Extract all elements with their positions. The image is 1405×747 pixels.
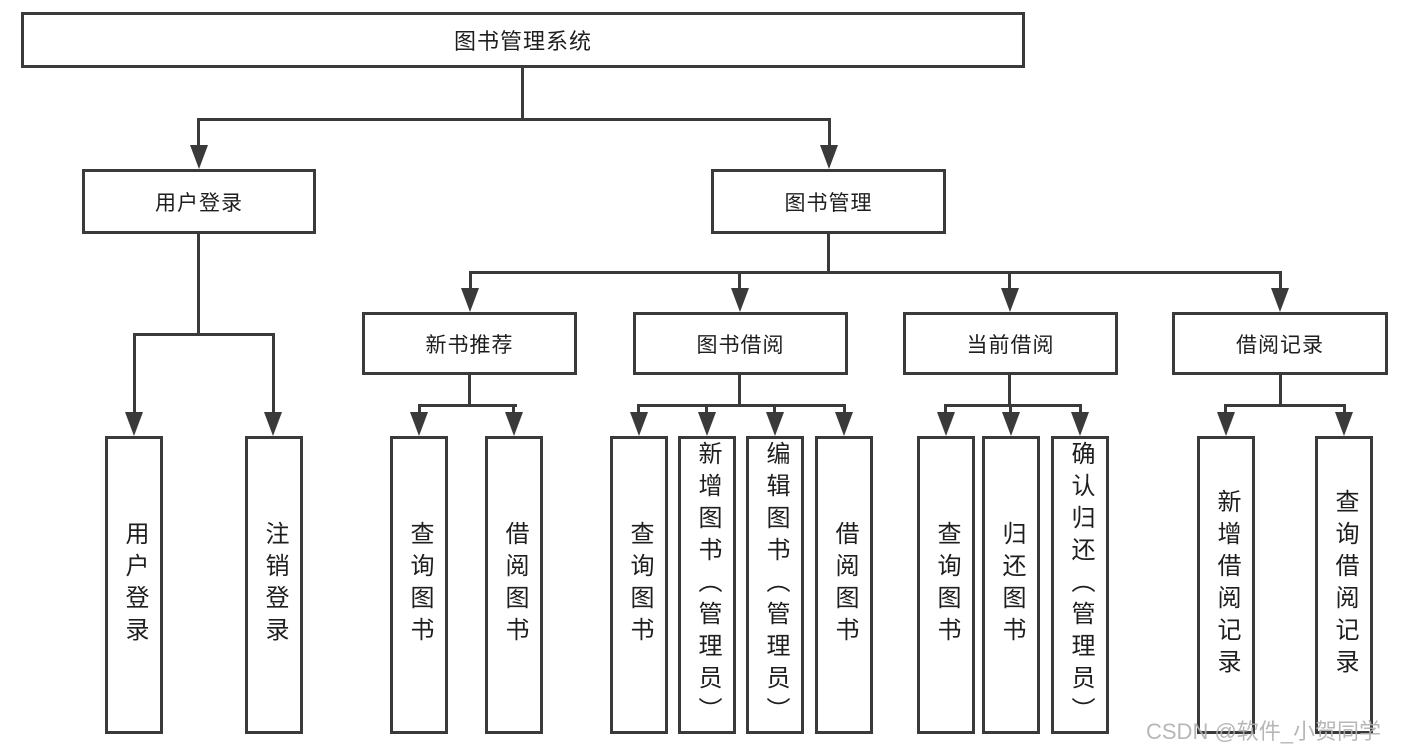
- arrowhead-down: [1271, 288, 1289, 312]
- connector-drop: [637, 404, 640, 414]
- leaf-user-login: 用户登录: [105, 436, 163, 734]
- node-current-borrowing: 当前借阅: [903, 312, 1118, 375]
- connector-drop: [773, 404, 776, 414]
- connector-drop: [512, 404, 515, 414]
- connector-drop: [1343, 404, 1346, 414]
- arrowhead-down: [820, 145, 838, 169]
- connector-drop: [1079, 404, 1082, 414]
- connector-drop: [843, 404, 846, 414]
- arrowhead-down: [835, 412, 853, 436]
- node-borrowing-records: 借阅记录: [1172, 312, 1388, 375]
- arrowhead-down: [1217, 412, 1235, 436]
- leaf-add-book-admin: 新增图书（管理员）: [678, 436, 736, 734]
- arrowhead-down: [1335, 412, 1353, 436]
- connector-userlogin-branch: [133, 333, 275, 336]
- leaf-edit-book-admin: 编辑图书（管理员）: [746, 436, 804, 734]
- connector-drop: [469, 271, 472, 291]
- arrowhead-down: [505, 412, 523, 436]
- arrowhead-down: [731, 288, 749, 312]
- connector-drop: [738, 271, 741, 291]
- connector-drop: [1224, 404, 1227, 414]
- arrowhead-down: [410, 412, 428, 436]
- connector-stem: [1008, 374, 1011, 407]
- connector-drop: [272, 333, 275, 413]
- connector-stem: [468, 374, 471, 407]
- arrowhead-down: [630, 412, 648, 436]
- connector-drop: [828, 118, 831, 148]
- connector-bookmgmt-branch: [469, 271, 1282, 274]
- connector-drop: [1008, 271, 1011, 291]
- connector-root-stem: [521, 67, 524, 120]
- leaf-query-books-current: 查询图书: [917, 436, 975, 734]
- arrowhead-down: [937, 412, 955, 436]
- arrowhead-down: [125, 412, 143, 436]
- connector-branch: [418, 404, 517, 407]
- arrowhead-down: [1071, 412, 1089, 436]
- leaf-confirm-return-admin: 确认归还（管理员）: [1051, 436, 1109, 734]
- connector-userlogin-stem: [197, 232, 200, 335]
- arrowhead-down: [766, 412, 784, 436]
- node-new-book-recommend: 新书推荐: [362, 312, 577, 375]
- connector-drop: [944, 404, 947, 414]
- leaf-query-books-recommend: 查询图书: [390, 436, 448, 734]
- node-library-management-system: 图书管理系统: [21, 12, 1025, 68]
- connector-branch: [944, 404, 1082, 407]
- leaf-return-book: 归还图书: [982, 436, 1040, 734]
- node-book-borrowing: 图书借阅: [633, 312, 848, 375]
- connector-branch: [637, 404, 846, 407]
- leaf-query-borrow-record: 查询借阅记录: [1315, 436, 1373, 734]
- connector-branch: [1224, 404, 1346, 407]
- connector-bookmgmt-stem: [827, 233, 830, 273]
- node-user-login: 用户登录: [82, 169, 316, 234]
- connector-root-branch: [197, 118, 831, 121]
- arrowhead-down: [1001, 288, 1019, 312]
- connector-stem: [738, 374, 741, 407]
- connector-drop: [705, 404, 708, 414]
- arrowhead-down: [461, 288, 479, 312]
- leaf-query-books-borrowing: 查询图书: [610, 436, 668, 734]
- connector-drop: [133, 333, 136, 413]
- connector-drop: [1279, 271, 1282, 291]
- connector-drop: [418, 404, 421, 414]
- connector-stem: [1279, 374, 1282, 407]
- leaf-borrow-books: 借阅图书: [815, 436, 873, 734]
- arrowhead-down: [1002, 412, 1020, 436]
- leaf-borrow-books-recommend: 借阅图书: [485, 436, 543, 734]
- connector-drop: [197, 118, 200, 148]
- csdn-watermark: CSDN @软件_小贺同学: [1146, 719, 1382, 744]
- arrowhead-down: [698, 412, 716, 436]
- arrowhead-down: [264, 412, 282, 436]
- arrowhead-down: [190, 145, 208, 169]
- leaf-add-borrow-record: 新增借阅记录: [1197, 436, 1255, 734]
- leaf-logout: 注销登录: [245, 436, 303, 734]
- connector-drop: [1009, 404, 1012, 414]
- node-book-management: 图书管理: [711, 169, 946, 234]
